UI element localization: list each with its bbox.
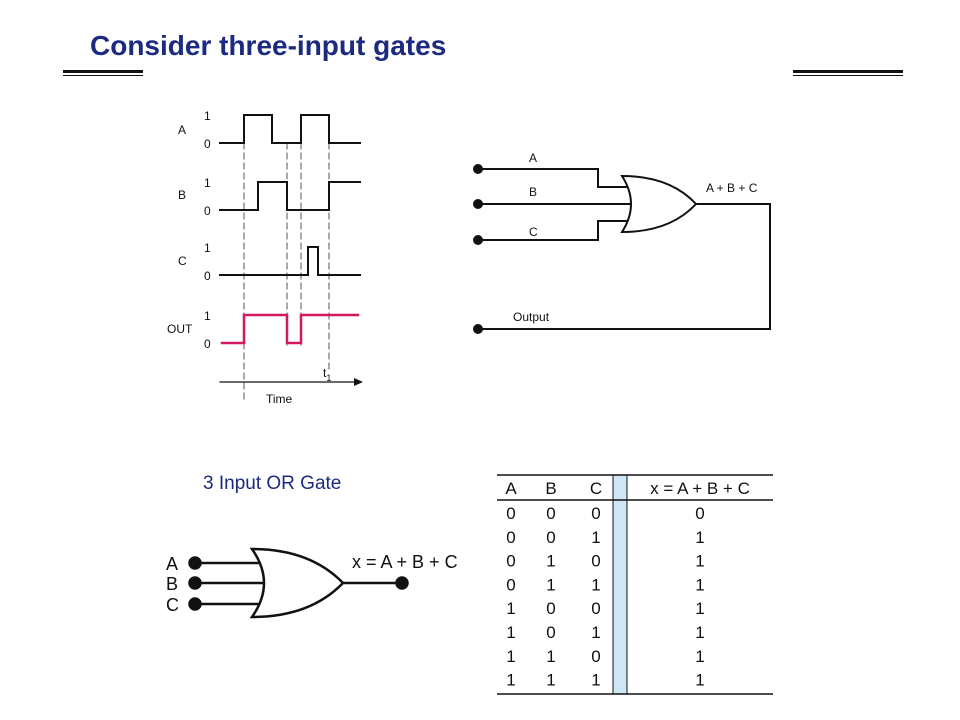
wire-a [478, 168, 629, 188]
truth-table-cell: 0 [591, 647, 600, 666]
truth-table-cell: 1 [546, 575, 555, 594]
truth-table-cell: 1 [506, 671, 515, 690]
gate-output-label: A + B + C [706, 181, 758, 195]
truth-table-cell: 1 [591, 575, 600, 594]
truth-table-separator [613, 475, 627, 694]
title-rule-left-underline [63, 75, 143, 76]
truth-table-cell: 1 [591, 528, 600, 547]
truth-table-cell: 1 [695, 552, 704, 571]
symbol-terminal-out [395, 576, 409, 590]
time-label: Time [266, 392, 293, 406]
output-label: Output [513, 310, 550, 324]
signal-label-out: OUT [167, 322, 193, 336]
truth-table-cell: 0 [506, 575, 515, 594]
circuit-input-label-c: C [529, 225, 538, 239]
time-arrowhead [354, 378, 363, 386]
title-rule-left [63, 70, 143, 73]
level-b-low: 0 [204, 204, 211, 218]
truth-table-cell: 0 [695, 504, 704, 523]
truth-table-cell: 1 [546, 552, 555, 571]
truth-table [497, 474, 773, 695]
truth-table-cell: 1 [695, 647, 704, 666]
truth-table-cell: 0 [591, 504, 600, 523]
symbol-or-body [249, 547, 345, 619]
marker-label: t1 [323, 366, 331, 383]
truth-table-cell: 0 [546, 599, 555, 618]
level-c-high: 1 [204, 241, 211, 255]
title-rule-right [793, 70, 903, 73]
or-gate-symbol [188, 547, 409, 619]
waveform-a [219, 114, 361, 144]
truth-table-cell: 0 [546, 528, 555, 547]
signal-label-c: C [178, 254, 187, 268]
truth-table-cell: 1 [695, 575, 704, 594]
truth-table-cell: 1 [506, 647, 515, 666]
symbol-output-label: x = A + B + C [352, 552, 458, 572]
slide-title: Consider three-input gates [90, 30, 447, 61]
truth-table-header: C [590, 479, 602, 498]
level-out-low: 0 [204, 337, 211, 351]
signal-label-b: B [178, 188, 186, 202]
truth-table-cell: 1 [546, 671, 555, 690]
truth-table-cell: 1 [591, 671, 600, 690]
marker-subscript: 1 [326, 373, 331, 383]
truth-table-header: x = A + B + C [650, 479, 750, 498]
truth-table-header: A [505, 479, 517, 498]
truth-table-cell: 1 [695, 599, 704, 618]
level-out-high: 1 [204, 309, 211, 323]
truth-table-cell: 1 [695, 528, 704, 547]
truth-table-cell: 0 [591, 552, 600, 571]
title-rule-right-underline [793, 75, 903, 76]
truth-table-cell: 0 [506, 552, 515, 571]
timing-guides [243, 142, 330, 401]
truth-table-cell: 0 [591, 599, 600, 618]
waveform-b [219, 181, 361, 211]
or-gate-circuit [620, 174, 698, 234]
level-c-low: 0 [204, 269, 211, 283]
circuit-input-label-b: B [529, 185, 537, 199]
truth-table-cell: 0 [546, 623, 555, 642]
symbol-caption: 3 Input OR Gate [203, 473, 342, 494]
symbol-input-label-a: A [166, 554, 178, 574]
level-a-high: 1 [204, 109, 211, 123]
circuit-diagram [473, 164, 771, 334]
circuit-input-label-a: A [529, 151, 537, 165]
truth-table-cell: 0 [546, 504, 555, 523]
waveform-out [220, 313, 360, 345]
wire-output [478, 203, 771, 330]
symbol-input-label-c: C [166, 595, 179, 615]
wire-c [478, 220, 629, 241]
level-b-high: 1 [204, 176, 211, 190]
truth-table-cell: 1 [695, 671, 704, 690]
truth-table-cell: 0 [506, 528, 515, 547]
truth-table-cell: 1 [546, 647, 555, 666]
waveform-c [219, 246, 361, 276]
symbol-input-label-b: B [166, 574, 178, 594]
truth-table-cell: 1 [506, 623, 515, 642]
truth-table-cell: 0 [506, 504, 515, 523]
truth-table-cell: 1 [591, 623, 600, 642]
truth-table-cell: 1 [695, 623, 704, 642]
truth-table-header: B [545, 479, 556, 498]
timing-diagram: A B C OUT 1 0 1 0 1 0 1 0 t1 Time [167, 109, 363, 406]
level-a-low: 0 [204, 137, 211, 151]
signal-label-a: A [178, 123, 186, 137]
truth-table-cell: 1 [506, 599, 515, 618]
